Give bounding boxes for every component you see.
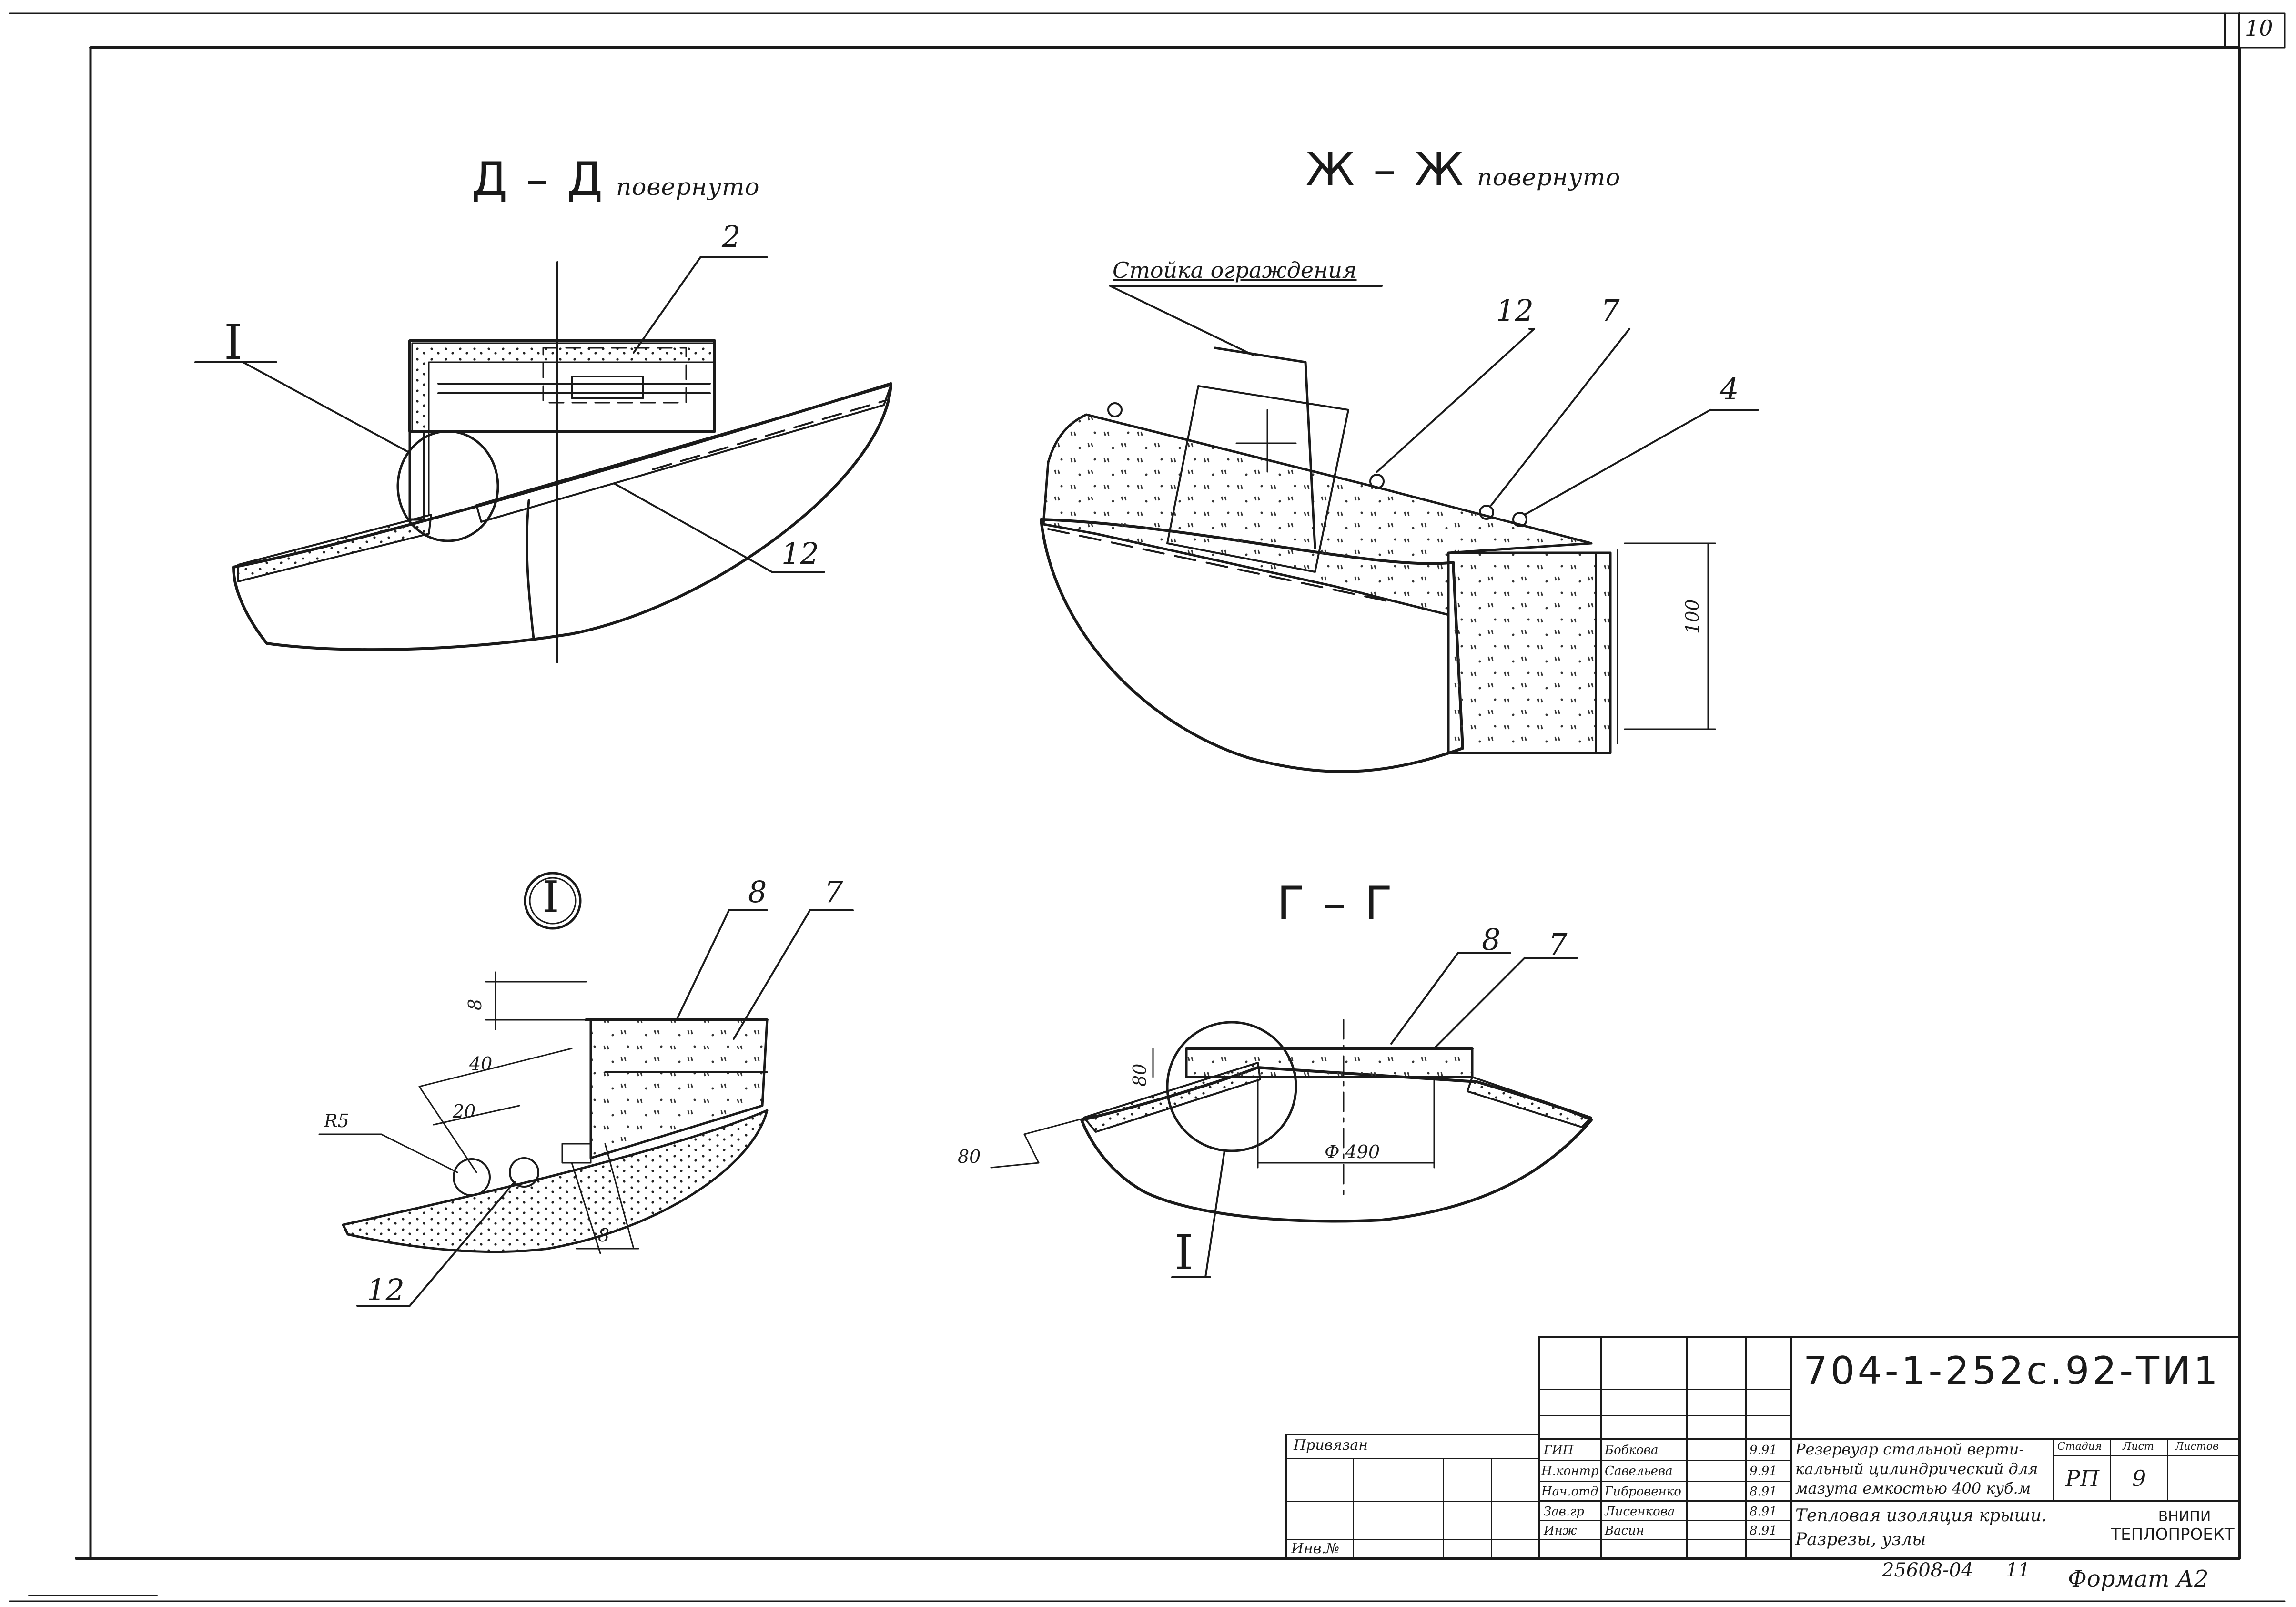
organization-line-1: ВНИПИ <box>2158 1508 2211 1525</box>
sheet-number: 10 <box>2245 15 2273 41</box>
sheets-header: Листов <box>2175 1441 2219 1453</box>
view-dd-callout-i: I <box>224 315 243 370</box>
view-zhzh-note: повернуто <box>1477 163 1621 191</box>
name-gibrovenko: Гибровенко <box>1605 1485 1681 1499</box>
detail-dim-8-top: 8 <box>465 998 485 1010</box>
date-1: 9.91 <box>1750 1443 1777 1457</box>
view-zhzh-callout-12: 12 <box>1496 293 1534 328</box>
name-lisenkova: Лисенкова <box>1605 1505 1675 1519</box>
sheet-header: Лист <box>2123 1441 2154 1453</box>
role-gip: ГИП <box>1544 1443 1574 1457</box>
detail-dim-20: 20 <box>453 1101 476 1122</box>
stage-value: РП <box>2065 1465 2100 1491</box>
date-2: 9.91 <box>1750 1464 1777 1478</box>
role-zav-gr: Зав.гр <box>1544 1505 1584 1519</box>
view-gg-dim-80-top: 80 <box>1129 1063 1150 1087</box>
detail-callout-12: 12 <box>367 1272 405 1307</box>
attached-label: Привязан <box>1294 1437 1368 1454</box>
footer-format: Формат А2 <box>2068 1566 2209 1592</box>
date-4: 8.91 <box>1750 1505 1777 1519</box>
project-title-line-2: кальный цилиндрический для <box>1795 1460 2038 1478</box>
name-bobkova: Бобкова <box>1605 1443 1659 1457</box>
view-gg-drawing <box>990 952 1593 1278</box>
name-saveleva: Савельева <box>1605 1464 1673 1478</box>
detail-dim-40: 40 <box>469 1053 493 1074</box>
role-n-kontr: Н.контр <box>1541 1464 1599 1478</box>
view-zhzh-title-text: Ж – Ж <box>1305 143 1466 196</box>
detail-callout-8: 8 <box>748 875 767 909</box>
view-dd-title: Д – Д повернуто <box>472 153 760 206</box>
sheet-title-line-1: Тепловая изоляция крыши. <box>1795 1506 2047 1526</box>
name-vasin: Васин <box>1605 1524 1645 1538</box>
role-inzh: Инж <box>1544 1524 1577 1538</box>
view-dd-callout-2: 2 <box>722 219 741 254</box>
view-gg-title: Г – Г <box>1277 877 1395 930</box>
title-block-grid <box>1285 1336 2240 1559</box>
view-gg-callout-8: 8 <box>1482 922 1501 957</box>
view-dd-drawing <box>194 256 892 663</box>
view-dd-note: повернуто <box>616 173 760 201</box>
view-gg-dim-80-left: 80 <box>958 1146 981 1167</box>
sheet-title-line-2: Разрезы, узлы <box>1795 1530 1926 1549</box>
project-title-line-3: мазута емкостью 400 куб.м <box>1795 1479 2031 1497</box>
view-zhzh-drawing <box>1040 285 1759 773</box>
detail-dim-r5: R5 <box>324 1110 349 1131</box>
footer-doc-number: 25608-04 <box>1882 1559 1973 1581</box>
view-zhzh-callout-4: 4 <box>1720 372 1739 407</box>
stage-header: Стадия <box>2057 1441 2102 1453</box>
date-5: 8.91 <box>1750 1524 1777 1538</box>
detail-title: I <box>542 872 559 922</box>
sheet-value: 9 <box>2132 1465 2146 1491</box>
footer-copy: 11 <box>2006 1559 2030 1581</box>
view-gg-dim-490: Ф 490 <box>1325 1141 1380 1162</box>
inventory-label: Инв.№ <box>1291 1540 1340 1557</box>
project-title-line-1: Резервуар стальной верти- <box>1795 1440 2024 1458</box>
view-zhzh-callout-7: 7 <box>1601 293 1620 328</box>
view-dd-title-text: Д – Д <box>472 153 605 206</box>
detail-dim-8-bottom: 8 <box>598 1225 610 1246</box>
view-dd-callout-12: 12 <box>781 536 819 571</box>
view-zhzh-title: Ж – Ж повернуто <box>1305 143 1620 196</box>
view-gg-callout-7: 7 <box>1548 927 1568 962</box>
view-zhzh-dim-100: 100 <box>1682 599 1703 634</box>
detail-callout-7: 7 <box>824 875 843 909</box>
view-gg-callout-i: I <box>1174 1225 1194 1281</box>
date-3: 8.91 <box>1750 1485 1777 1499</box>
organization-line-2: ТЕПЛОПРОЕКТ <box>2111 1525 2235 1544</box>
view-detail-drawing <box>318 872 854 1307</box>
role-nach-otd: Нач.отд <box>1541 1485 1598 1499</box>
document-code: 704-1-252с.92-ТИ1 <box>1803 1349 2221 1393</box>
view-zhzh-leader-label: Стойка ограждения <box>1113 257 1357 283</box>
